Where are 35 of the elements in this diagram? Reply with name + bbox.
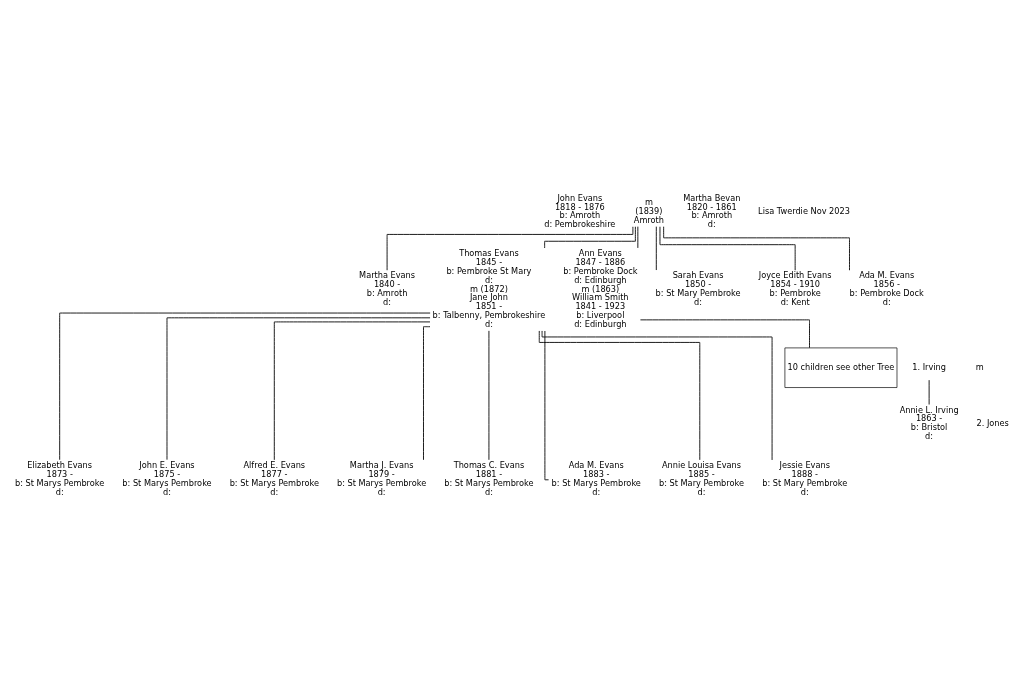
node-text: Thomas Evans 1845 - b: Pembroke St Mary d: m (1872) Jane John 1851 - b: Talbenny, Pembrokeshire d: [432, 247, 546, 329]
node-text: Ada M. Evans 1856 - b: Pembroke Dock d: [849, 269, 924, 307]
connector [655, 225, 657, 270]
label: 2. Jones [976, 417, 1009, 428]
node-text: Thomas C. Evans 1881 - b: St Marys Pembroke d: [444, 459, 534, 497]
connector [273, 320, 431, 460]
node-text: Martha J. Evans 1879 - b: St Marys Pembroke d: [336, 459, 427, 497]
connector [541, 330, 773, 460]
connector [640, 318, 810, 348]
node-text: Annie Louisa Evans 1885 - b: St Mary Pembroke d: [659, 459, 745, 497]
connector [663, 225, 850, 271]
connector [423, 325, 431, 460]
connector [59, 312, 431, 460]
node-text: Sarah Evans 1850 - b: St Mary Pembroke d: [655, 269, 741, 307]
node-text: Annie L. Irving 1863 - b: Bristol d: [899, 404, 959, 441]
label: m [975, 361, 984, 372]
node-text: Elizabeth Evans 1873 - b: St Marys Pembroke d: [15, 459, 105, 497]
node-text: Alfred E. Evans 1877 - b: St Marys Pembroke d: [229, 459, 319, 497]
node-text: Ann Evans 1847 - 1886 b: Pembroke Dock d: Edinburgh m (1863) William Smith 1841 - 1923 b: Liverpool d: Edinburgh [563, 247, 638, 329]
node-text: 1. Irving [912, 361, 946, 372]
connector [538, 330, 701, 460]
node-text: m (1839) Amroth [633, 196, 664, 225]
node-text: Joyce Edith Evans 1854 - 1910 b: Pembroke d: Kent [758, 269, 832, 307]
connector [659, 225, 796, 271]
node-text: Martha Bevan 1820 - 1861 b: Amroth d: [683, 192, 741, 229]
node-box: 10 children see other Tree [784, 347, 898, 388]
node-text: Ada M. Evans 1883 - b: St Marys Pembroke d: [551, 459, 641, 497]
node-text: John E. Evans 1875 - b: St Marys Pembroke d: [122, 459, 212, 497]
connector [386, 225, 634, 271]
connector [544, 330, 550, 480]
node-text: Jessie Evans 1888 - b: St Mary Pembroke d: [762, 459, 848, 497]
node-text: Martha Evans 1840 - b: Amroth d: [359, 269, 416, 307]
node-text: John Evans 1818 - 1876 b: Amroth d: Pembrokeshire [544, 192, 616, 229]
connector [544, 225, 636, 248]
label: Lisa Twerdie Nov 2023 [758, 205, 850, 216]
